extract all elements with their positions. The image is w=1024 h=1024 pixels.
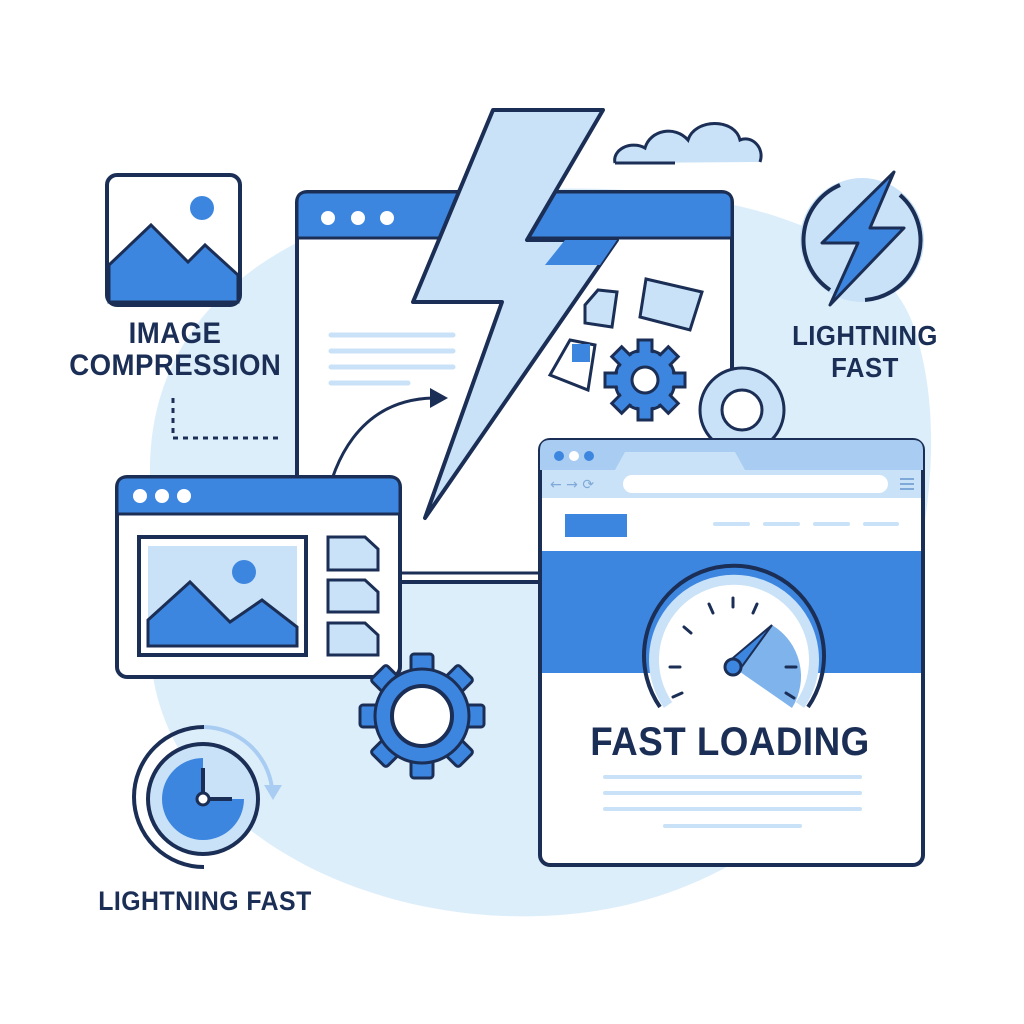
image-compression-line2: COMPRESSION xyxy=(69,349,282,382)
image-compression-line1: IMAGE xyxy=(128,317,222,350)
dotted-connector xyxy=(171,398,278,440)
fast-loading-browser-window: ← → ⟳ xyxy=(538,438,925,867)
fragment-pieces xyxy=(547,277,704,393)
clock-icon xyxy=(132,725,282,869)
lightning-fast-top-label: LIGHTNING FAST xyxy=(778,320,953,384)
fast-loading-title: FAST LOADING xyxy=(590,720,870,764)
gear-icon xyxy=(603,338,687,422)
file-icon xyxy=(326,535,380,657)
cloud-icon xyxy=(613,122,763,165)
svg-text:← → ⟳: ← → ⟳ xyxy=(550,477,594,493)
lightning-fast-bottom-label: LIGHTNING FAST xyxy=(98,886,312,916)
gear-icon xyxy=(358,652,486,780)
lightning-fast-top-line1: LIGHTNING xyxy=(792,320,938,351)
big-lightning-bolt-icon xyxy=(411,108,619,520)
speedometer-icon xyxy=(642,563,826,709)
image-editor-window xyxy=(115,475,402,679)
lightning-fast-top-line2: FAST xyxy=(831,352,899,383)
lightning-badge-icon xyxy=(800,170,924,307)
image-compression-label: IMAGE COMPRESSION xyxy=(69,318,281,382)
gear-icon xyxy=(698,366,786,454)
image-icon xyxy=(105,173,242,307)
